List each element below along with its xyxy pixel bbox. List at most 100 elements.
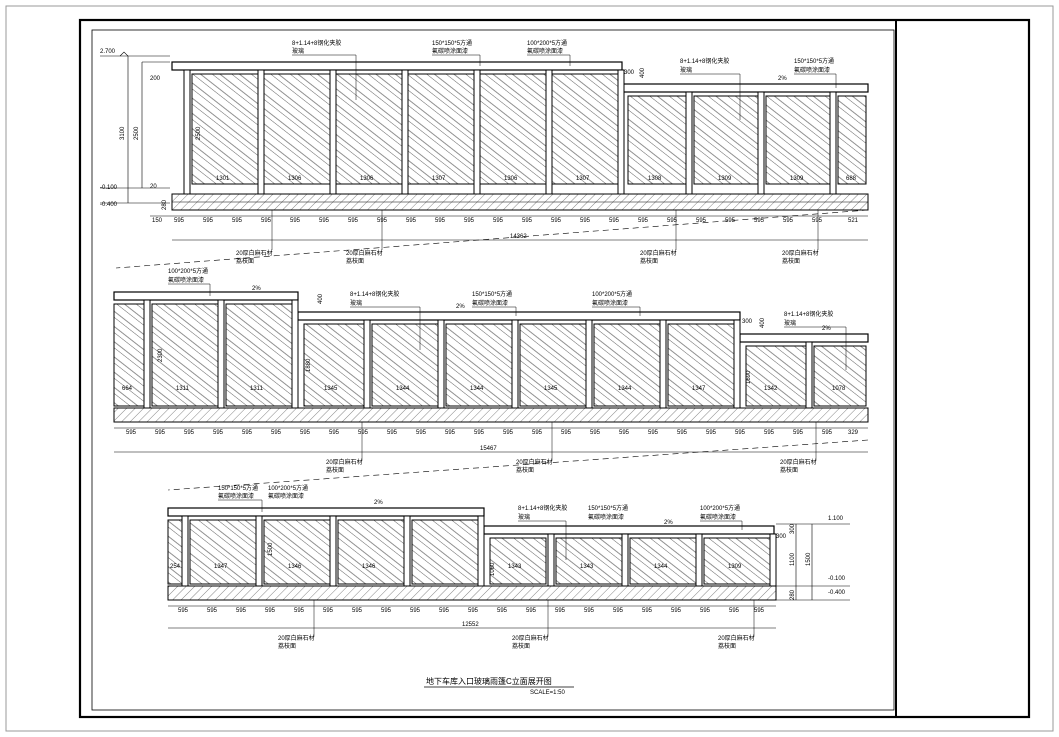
drawing-scale: SCALE=1:50 [530, 690, 566, 696]
svg-text:595: 595 [764, 430, 775, 436]
vdim-20: 20 [150, 184, 157, 190]
svg-text:595: 595 [323, 608, 334, 614]
elevation-1: 2.700 -0.100 -0.400 3100 2500 200 20 280 [100, 39, 869, 265]
svg-text:荔枝面: 荔枝面 [516, 466, 534, 474]
svg-text:595: 595 [667, 218, 678, 224]
svg-text:595: 595 [584, 608, 595, 614]
svg-text:688: 688 [846, 176, 857, 182]
stone-base-3 [167, 585, 777, 601]
callouts-1: 8+1.14+8钢化夹胶 玻璃 150*150*5方通 氟碳喷涂面漆 100*2… [292, 39, 837, 120]
stone-notes-2: 20厚白麻石材 荔枝面 20厚白麻石材 荔枝面 20厚白麻石材 荔枝面 [326, 422, 817, 474]
stone-base-2 [113, 407, 869, 423]
svg-text:1309: 1309 [718, 176, 732, 182]
svg-text:595: 595 [648, 430, 659, 436]
svg-text:595: 595 [265, 608, 276, 614]
svg-text:1346: 1346 [362, 564, 376, 570]
svg-text:595: 595 [126, 430, 137, 436]
svg-text:595: 595 [358, 430, 369, 436]
svg-text:1344: 1344 [618, 386, 632, 392]
small-dim-2e: 1880 [306, 358, 312, 372]
svg-text:595: 595 [590, 430, 601, 436]
svg-text:荔枝面: 荔枝面 [346, 257, 364, 265]
svg-text:荔枝面: 荔枝面 [640, 257, 658, 265]
svg-text:1308: 1308 [648, 176, 662, 182]
svg-text:595: 595 [671, 608, 682, 614]
svg-text:1347: 1347 [692, 386, 706, 392]
bottom-dims-3: 595 595 595 595 595 595 595 595 595 595 … [168, 605, 776, 629]
slope-3b: 2% [664, 520, 673, 526]
svg-text:1307: 1307 [576, 176, 590, 182]
svg-text:150*150*5方通: 150*150*5方通 [218, 484, 258, 492]
svg-text:1.100: 1.100 [828, 516, 844, 522]
svg-text:595: 595 [677, 430, 688, 436]
svg-text:荔枝面: 荔枝面 [780, 466, 798, 474]
svg-text:荔枝面: 荔枝面 [236, 257, 254, 265]
callouts-2: 100*200*5方通 氟碳喷涂面漆 8+1.14+8钢化夹胶 玻璃 150*1… [168, 267, 847, 370]
svg-text:595: 595 [783, 218, 794, 224]
svg-text:氟碳喷涂面漆: 氟碳喷涂面漆 [268, 492, 304, 500]
svg-text:595: 595 [439, 608, 450, 614]
svg-text:氟碳喷涂面漆: 氟碳喷涂面漆 [472, 299, 508, 307]
svg-text:1306: 1306 [360, 176, 374, 182]
svg-text:595: 595 [561, 430, 572, 436]
svg-text:595: 595 [580, 218, 591, 224]
small-dim-1c: 2500 [196, 126, 202, 140]
vdim-3100: 3100 [120, 126, 126, 140]
svg-text:1306: 1306 [504, 176, 518, 182]
svg-text:595: 595 [555, 608, 566, 614]
level-bottom-1: -0.400 [100, 202, 118, 208]
svg-text:280: 280 [790, 589, 796, 600]
svg-text:20厚白麻石材: 20厚白麻石材 [346, 249, 383, 257]
svg-text:氟碳喷涂面漆: 氟碳喷涂面漆 [794, 66, 830, 74]
svg-text:荔枝面: 荔枝面 [512, 642, 530, 650]
small-dim-2b: 300 [742, 319, 753, 325]
svg-text:150*150*5方通: 150*150*5方通 [472, 290, 512, 298]
svg-text:100*200*5方通: 100*200*5方通 [700, 504, 740, 512]
svg-text:1344: 1344 [470, 386, 484, 392]
svg-text:荔枝面: 荔枝面 [718, 642, 736, 650]
svg-text:595: 595 [474, 430, 485, 436]
elevation-2: 664 1311 1311 1345 1344 1344 1345 1344 1… [113, 267, 869, 474]
svg-text:1343: 1343 [580, 564, 594, 570]
svg-text:595: 595 [377, 218, 388, 224]
stone-notes-3: 20厚白麻石材 荔枝面 20厚白麻石材 荔枝面 20厚白麻石材 荔枝面 [278, 600, 755, 650]
svg-text:氟碳喷涂面漆: 氟碳喷涂面漆 [432, 47, 468, 55]
svg-text:20厚白麻石材: 20厚白麻石材 [782, 249, 819, 257]
svg-text:595: 595 [551, 218, 562, 224]
svg-text:595: 595 [493, 218, 504, 224]
svg-text:氟碳喷涂面漆: 氟碳喷涂面漆 [218, 492, 254, 500]
svg-text:595: 595 [348, 218, 359, 224]
svg-text:595: 595 [754, 218, 765, 224]
svg-text:595: 595 [503, 430, 514, 436]
elevation-3: 254 1347 1346 1346 1343 1343 1344 1309 1… [167, 484, 850, 650]
svg-text:595: 595 [174, 218, 185, 224]
svg-text:595: 595 [294, 608, 305, 614]
svg-text:595: 595 [497, 608, 508, 614]
panel-labels-2: 664 1311 1311 1345 1344 1344 1345 1344 1… [122, 386, 846, 392]
small-dim-3a: 1500 [268, 542, 274, 556]
svg-text:1309: 1309 [728, 564, 742, 570]
level-dims-3: 1.100 -0.100 -0.400 300 1100 1500 280 [776, 516, 850, 601]
svg-text:150*150*5方通: 150*150*5方通 [588, 504, 628, 512]
canopy-beam-3b [483, 525, 775, 535]
slope-2a: 2% [252, 286, 261, 292]
svg-text:1345: 1345 [544, 386, 558, 392]
level-top-1: 2.700 [100, 49, 116, 55]
svg-text:595: 595 [213, 430, 224, 436]
slope-1: 2% [778, 76, 787, 82]
inner-frame [91, 29, 895, 711]
svg-text:8+1.14+8钢化夹胶: 8+1.14+8钢化夹胶 [350, 290, 399, 298]
svg-text:595: 595 [155, 430, 166, 436]
svg-text:595: 595 [406, 218, 417, 224]
svg-text:氟碳喷涂面漆: 氟碳喷涂面漆 [700, 513, 736, 521]
svg-text:595: 595 [754, 608, 765, 614]
total-dim-2: 15467 [480, 446, 497, 452]
svg-text:595: 595 [613, 608, 624, 614]
svg-text:595: 595 [242, 430, 253, 436]
svg-text:595: 595 [329, 430, 340, 436]
small-dim-2d: 2300 [158, 348, 164, 362]
bottom-dims-2: 595 595 595 595 595 595 595 595 595 595 … [114, 427, 868, 453]
svg-text:1311: 1311 [250, 386, 264, 392]
svg-text:595: 595 [638, 218, 649, 224]
svg-text:20厚白麻石材: 20厚白麻石材 [326, 458, 363, 466]
